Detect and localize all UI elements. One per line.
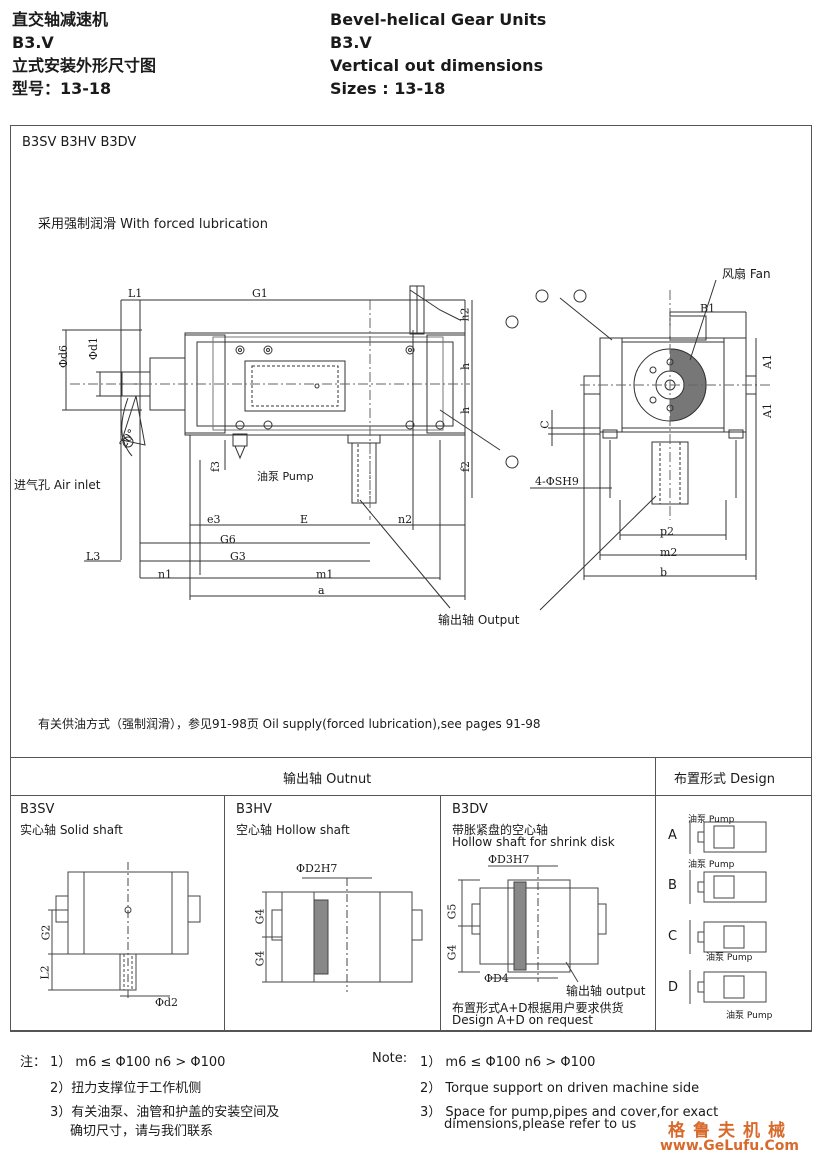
b3sv-drawing <box>48 862 201 1000</box>
dim-b: b <box>660 566 668 579</box>
dv-dim-G4: G4 <box>445 944 459 961</box>
sv-dim-d2: Φd2 <box>155 996 179 1009</box>
title-en-line3: Vertical out dimensions <box>330 56 544 75</box>
title-en-line4: Sizes : 13-18 <box>330 79 446 98</box>
design-D-pump: 油泵 Pump <box>726 1011 773 1021</box>
design-C: C <box>668 929 678 944</box>
b3dv-subtitle-en: Hollow shaft for shrink disk <box>452 835 615 849</box>
b3hv-title: B3HV <box>236 802 272 817</box>
design-D: D <box>668 980 679 995</box>
note-zh-3b: 确切尺寸，请与我们联系 <box>70 1124 214 1139</box>
divider-table-bottom <box>10 1031 812 1032</box>
b3dv-title: B3DV <box>452 802 488 817</box>
dim-G3: G3 <box>230 550 246 563</box>
b3dv-output-label: 输出轴 output <box>566 984 646 998</box>
model-list: B3SV B3HV B3DV <box>22 135 137 150</box>
lubrication-note: 采用强制润滑 With forced lubrication <box>38 217 268 232</box>
note-zh-2: 2）扭力支撑位于工作机侧 <box>50 1081 202 1096</box>
title-en-line1: Bevel-helical Gear Units <box>330 10 547 29</box>
b3dv-drawing <box>458 865 607 983</box>
dim-a: a <box>318 584 325 597</box>
divider-design-col <box>655 757 656 1031</box>
b3sv-title: B3SV <box>20 802 55 817</box>
b3dv-request-en: Design A+D on request <box>452 1013 593 1027</box>
dim-L1: L1 <box>128 287 143 300</box>
design-diagrams <box>689 820 767 1004</box>
design-A-pump: 油泵 Pump <box>688 815 735 825</box>
note-en-3a: 3） Space for pump,pipes and cover,for ex… <box>420 1105 719 1120</box>
dim-e3: e3 <box>207 513 221 526</box>
title-zh-line1: 直交轴减速机 <box>12 10 109 29</box>
design-header: 布置形式 Design <box>674 772 776 787</box>
dim-m2: m2 <box>660 546 678 559</box>
dim-E: E <box>300 513 309 526</box>
b3dv-request-zh: 布置形式A+D根据用户要求供货 <box>452 1001 624 1015</box>
note-zh-3a: 3）有关油泵、油管和护盖的安装空间及 <box>50 1105 280 1120</box>
note-en-prefix: Note: <box>372 1051 408 1066</box>
divider-col-hv <box>224 795 225 1031</box>
divider-table-header <box>10 795 812 796</box>
note-zh-prefix: 注： <box>20 1055 47 1070</box>
title-en-line2: B3.V <box>330 33 372 52</box>
fan-label: 风扇 Fan <box>722 267 771 281</box>
note-en-3b: dimensions,please refer to us <box>444 1117 637 1132</box>
design-B: B <box>668 878 677 893</box>
b3dv-subtitle-zh: 带胀紧盘的空心轴 <box>452 823 549 837</box>
note-en-2: 2） Torque support on driven machine side <box>420 1081 700 1096</box>
dim-G1: G1 <box>252 287 268 300</box>
title-zh-line4: 型号：13-18 <box>12 79 112 98</box>
design-C-pump: 油泵 Pump <box>706 953 753 963</box>
note-en-1: 1） m6 ≤ Φ100 n6 > Φ100 <box>420 1055 596 1070</box>
title-zh-line2: B3.V <box>12 33 54 52</box>
note-zh-1: 1） m6 ≤ Φ100 n6 > Φ100 <box>50 1055 226 1070</box>
dv-dim-D3: ΦD3H7 <box>488 853 530 866</box>
output-shaft-header: 输出轴 Outnut <box>283 772 372 787</box>
b3sv-subtitle: 实心轴 Solid shaft <box>20 823 123 837</box>
b3hv-drawing <box>262 877 423 992</box>
hv-dim-D2: ΦD2H7 <box>296 862 338 875</box>
b3hv-subtitle: 空心轴 Hollow shaft <box>236 823 350 837</box>
main-technical-drawing <box>62 279 770 611</box>
divider-col-dv <box>440 795 441 1031</box>
watermark-url: www.GeLufu.Com <box>660 1138 799 1154</box>
dim-L3: L3 <box>86 550 101 563</box>
drawing-frame <box>10 125 812 1031</box>
design-A: A <box>668 828 677 843</box>
title-zh: 直交轴减速机 B3.V 立式安装外形尺寸图 型号：13-18 <box>12 8 156 100</box>
air-inlet-label: 进气孔 Air inlet <box>14 478 101 492</box>
watermark-brand: 格鲁夫机械 <box>668 1121 793 1141</box>
oil-supply-note: 有关供油方式（强制润滑），参见91-98页 Oil supply(forced … <box>38 717 541 731</box>
title-en: Bevel-helical Gear Units B3.V Vertical o… <box>330 8 546 100</box>
dv-dim-G5: G5 <box>445 903 459 920</box>
design-B-pump: 油泵 Pump <box>688 860 735 870</box>
dim-n2: n2 <box>398 513 413 526</box>
output-label: 输出轴 Output <box>438 613 520 627</box>
divider-main-table <box>10 757 812 758</box>
pump-label: 油泵 Pump <box>257 470 314 483</box>
title-zh-line3: 立式安装外形尺寸图 <box>12 56 157 75</box>
dim-holes: 4-ΦSH9 <box>535 475 579 488</box>
